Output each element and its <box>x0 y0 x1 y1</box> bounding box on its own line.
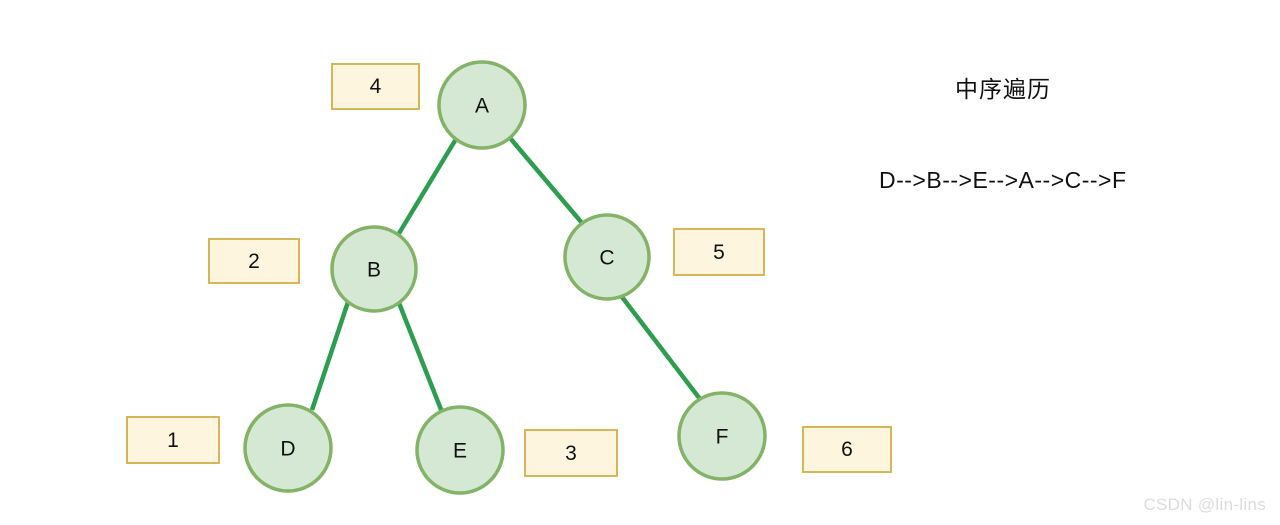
order-box-a: 4 <box>331 63 420 110</box>
order-box-b: 2 <box>208 238 300 284</box>
node-label-a: A <box>475 95 489 118</box>
node-circle-b <box>330 225 418 313</box>
tree-edge-b-e <box>396 302 445 413</box>
tree-edge-a-b <box>396 137 458 237</box>
node-circle-e <box>415 405 505 495</box>
order-box-e: 3 <box>524 429 618 477</box>
node-circle-f <box>677 391 767 481</box>
tree-node-c[interactable]: C <box>563 213 651 301</box>
node-circle-a <box>437 60 527 150</box>
order-box-d: 1 <box>126 416 220 464</box>
tree-edge-b-d <box>309 301 351 411</box>
order-box-c: 5 <box>673 228 765 276</box>
traversal-sequence: D-->B-->E-->A-->C-->F <box>879 167 1127 193</box>
node-circle-d <box>243 403 333 493</box>
node-label-e: E <box>453 440 467 463</box>
tree-node-b[interactable]: B <box>330 225 418 313</box>
watermark: CSDN @lin-lins <box>1143 495 1266 514</box>
node-label-d: D <box>280 438 295 461</box>
tree-node-d[interactable]: D <box>243 403 333 493</box>
node-label-b: B <box>367 259 381 282</box>
tree-node-e[interactable]: E <box>415 405 505 495</box>
tree-edge-a-c <box>508 136 584 225</box>
node-circle-c <box>563 213 651 301</box>
traversal-title: 中序遍历 <box>955 76 1051 102</box>
tree-edge-c-f <box>620 295 702 401</box>
node-label-f: F <box>716 426 729 449</box>
order-box-f: 6 <box>802 426 892 473</box>
tree-edges <box>309 136 702 413</box>
tree-node-a[interactable]: A <box>437 60 527 150</box>
tree-node-f[interactable]: F <box>677 391 767 481</box>
tree-nodes: A B C D E F <box>243 60 767 495</box>
node-label-c: C <box>599 247 614 270</box>
